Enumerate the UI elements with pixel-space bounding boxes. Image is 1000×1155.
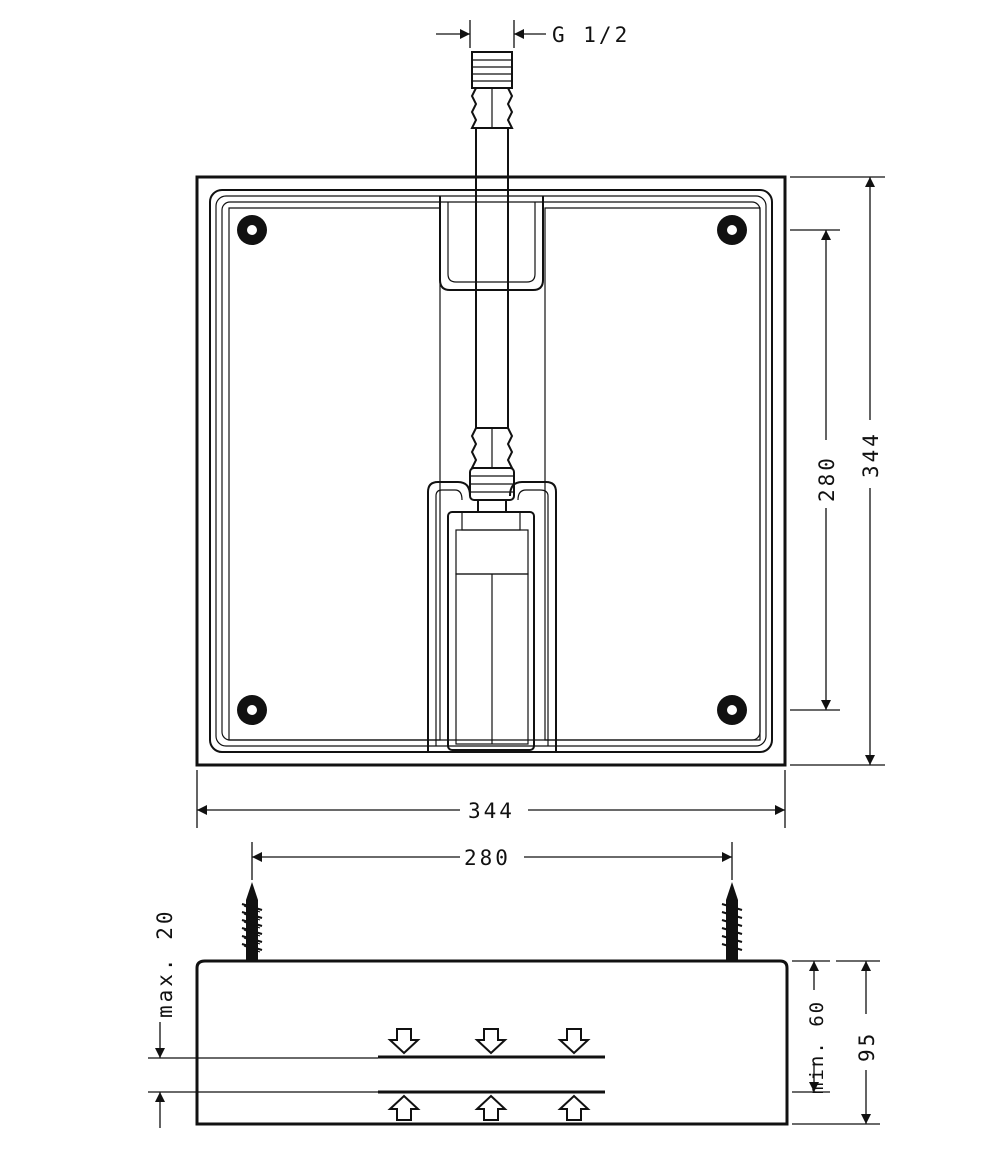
fixing-screw-right [721,882,743,960]
height-dimension: 344 [790,176,885,766]
top-view: G 1/2 344 344 280 [195,20,885,828]
housing-pocket [427,481,557,752]
hole-spacing-label-side: 280 [464,846,511,870]
ceiling-down-arrows [387,1028,591,1055]
supply-pipe [469,51,515,513]
min-label: min. 60 [806,1000,828,1094]
thread-label: G 1/2 [552,23,630,47]
max-depth-dimension: max. 20 [153,908,177,1128]
width-label: 344 [468,799,515,823]
thread-dimension: G 1/2 [436,20,630,48]
height-95-label: 95 [855,1031,879,1062]
pipe-pocket [439,196,544,291]
ceiling-box-body [195,959,789,1126]
hole-spacing-label-top: 280 [815,455,839,502]
valve-housing [447,511,535,751]
hole-spacing-vertical: 280 [790,229,840,711]
max-label: max. 20 [153,908,177,1018]
shower-plate-outline [195,175,787,767]
width-dimension: 344 [196,770,786,828]
fixing-screw-left [241,882,263,960]
side-view: 280 [148,842,880,1128]
ceiling-up-arrows [387,1094,591,1121]
min-depth-dimension: min. 60 [792,960,830,1094]
height-label: 344 [859,431,883,478]
box-height-dimension: 95 [792,960,880,1125]
hole-spacing-horizontal: 280 [251,842,733,880]
